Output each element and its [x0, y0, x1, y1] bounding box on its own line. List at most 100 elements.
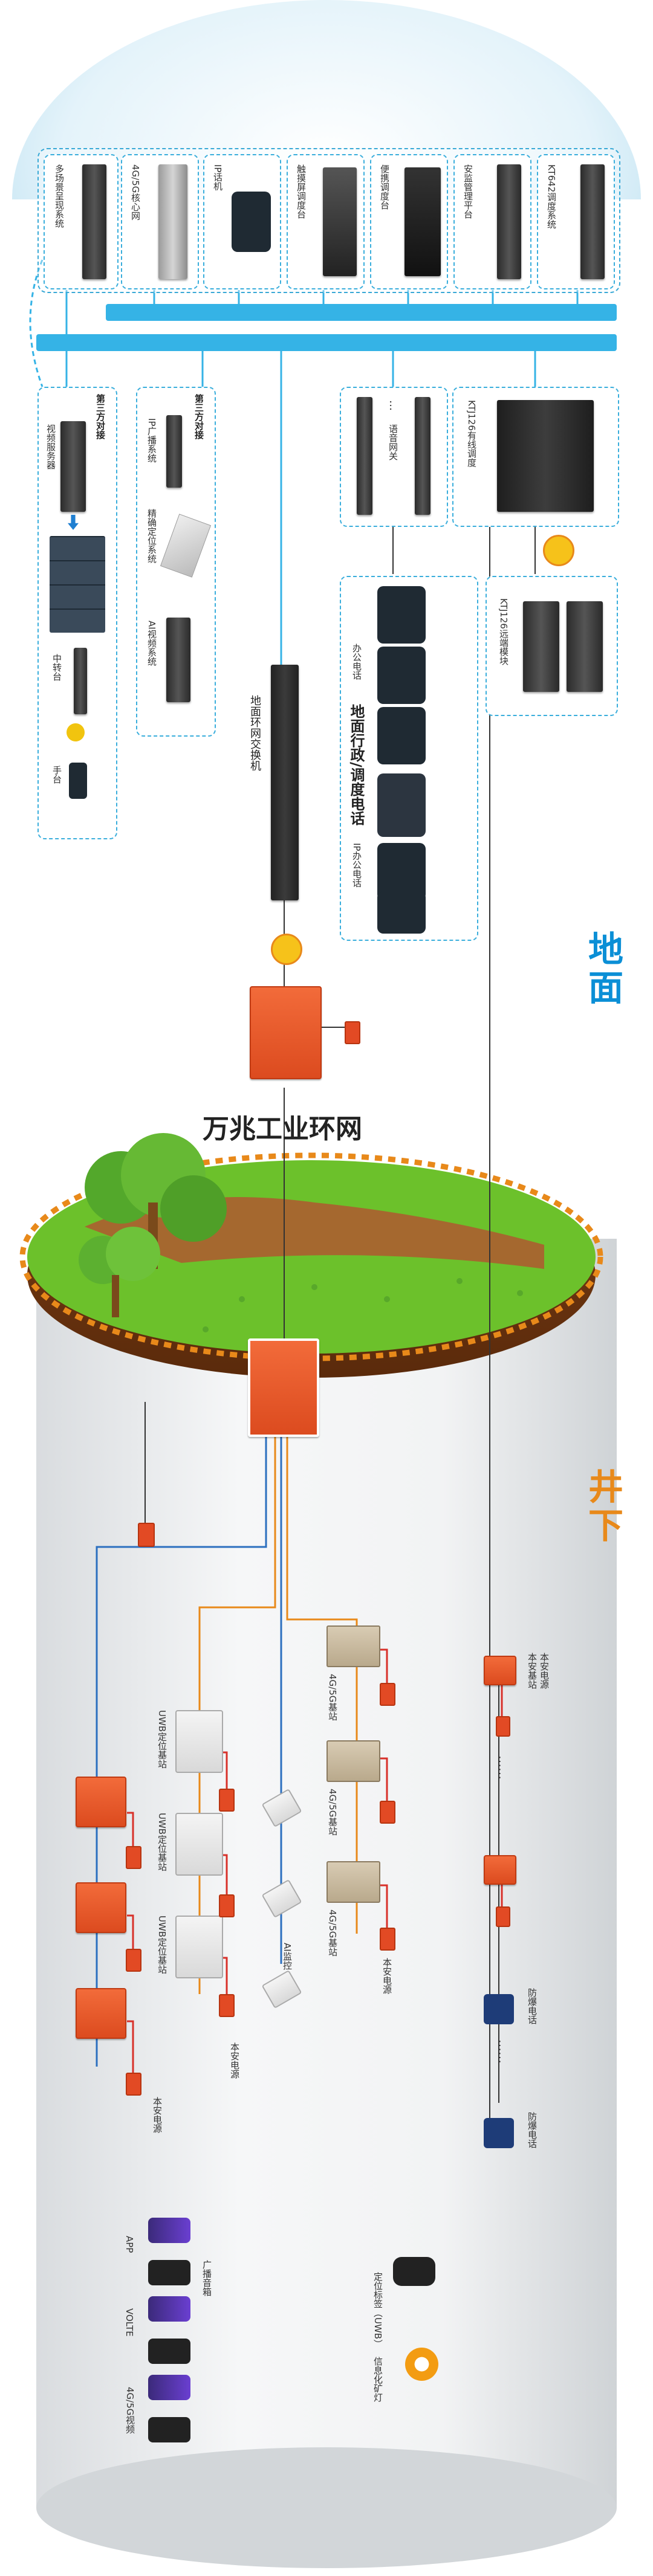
system-card-portable[interactable]: 便携调度台: [370, 154, 448, 289]
uwb-tag-label: 定位标签（UWB）: [372, 2272, 383, 2349]
safe-station-icon: [484, 1855, 516, 1885]
ellipsis: ……: [496, 2039, 510, 2064]
explosion-phone-label: 防爆电话: [527, 2112, 538, 2148]
bs-label: 4G/5G基站: [327, 1674, 338, 1721]
uwb-base-station: [175, 1813, 223, 1876]
video-wall-icon: [50, 536, 105, 633]
office-phone-icon: [377, 586, 426, 644]
office-phone-label: 办公电话: [351, 644, 362, 680]
ai-video-label: AI视频系统: [146, 621, 157, 666]
system-card-ipphone[interactable]: IP话机: [203, 154, 281, 289]
cap-lamp-icon: [405, 2348, 438, 2381]
power-supply-icon: [126, 1949, 141, 1972]
positioning-label: 精确定位系统: [146, 509, 157, 563]
server-rack-icon: [82, 164, 106, 279]
bs-label: 4G/5G基站: [327, 1909, 338, 1957]
third-party-left-panel: 第三方对接 视频服务器 中转台 手台: [37, 387, 117, 839]
gateway-unit-icon: [415, 397, 430, 515]
admin-phone-label: 地面行政/调度电话: [348, 704, 365, 825]
system-card-safety[interactable]: 安监管理平台: [453, 154, 531, 289]
safety-server-icon: [497, 164, 521, 279]
lightning-icon: [271, 934, 302, 965]
power-label: 本安电源: [152, 2097, 163, 2133]
uwb-base-station: [175, 1710, 223, 1773]
kt126-dispatch-panel: KTJ126有线调度: [452, 387, 619, 527]
power-label: 本安电源: [229, 2042, 240, 2079]
gateway-unit-icon: [357, 397, 372, 515]
video-server-icon: [60, 421, 86, 512]
dispatch-phone-icon: [377, 773, 426, 837]
explosion-phone-icon: [484, 1994, 514, 2024]
power-supply-icon: [219, 1789, 235, 1812]
cellular-base-station: [326, 1740, 380, 1782]
system-card-multiscene[interactable]: 多场景呈现系统: [44, 154, 119, 289]
relay-station-icon: [74, 648, 87, 714]
system-card-core[interactable]: 4G/5G核心网: [121, 154, 199, 289]
ai-label: AI监控: [282, 1943, 293, 1970]
app-label: APP: [124, 2236, 135, 2253]
ring-switch-box-underground: [248, 1338, 319, 1437]
remote-module-icon: [567, 601, 603, 692]
power-supply-icon: [496, 1906, 510, 1927]
uwb-label: UWB定位基站: [157, 1710, 167, 1769]
voice-gateway-panel: … 语音网关: [340, 387, 448, 527]
voice-gateway-label: 语音网关: [388, 424, 398, 460]
ground-switch-label: 地面环网交换机: [249, 695, 261, 771]
power-supply-icon: [380, 1683, 395, 1706]
uwb-label: UWB定位基站: [157, 1916, 167, 1974]
wireless-base-station: [76, 1882, 126, 1933]
ground-switch-icon: [271, 665, 299, 900]
handheld-radio-label: 手台: [51, 766, 62, 784]
uwb-label: UWB定位基站: [157, 1813, 167, 1871]
cap-lamp-label: 信息化矿灯: [372, 2357, 383, 2402]
uwb-tag-icon: [393, 2257, 435, 2286]
system-card-kt642[interactable]: KT642调度系统: [537, 154, 615, 289]
ip-office-phone-icon: [377, 843, 426, 900]
power-supply-icon: [496, 1716, 510, 1737]
power-label: 本安电源: [382, 1958, 392, 1994]
gateway-dots: …: [387, 400, 400, 411]
kt126-cabinet-icon: [497, 400, 594, 512]
third-party-title: 第三方对接: [95, 394, 106, 439]
explosion-phone-label: 防爆电话: [527, 1988, 538, 2024]
system-label: IP话机: [212, 164, 223, 191]
power-supply-icon: [345, 1021, 360, 1044]
third-party-title: 第三方对接: [193, 394, 204, 439]
section-underground-label: 井下: [582, 1468, 623, 1546]
safe-power-label: 本安电源: [539, 1653, 550, 1689]
core-network-icon: [158, 164, 187, 279]
ellipsis: ……: [496, 1755, 510, 1780]
bs-label: 4G/5G基站: [327, 1789, 338, 1836]
broadcast-phone-icon: [148, 2260, 190, 2285]
system-label: 便携调度台: [379, 164, 390, 210]
cellular-base-station: [326, 1861, 380, 1903]
volte-phone-icon: [148, 2339, 190, 2364]
safe-station-icon: [484, 1656, 516, 1685]
system-card-touch[interactable]: 触摸屏调度台: [287, 154, 365, 289]
wireless-base-station: [76, 1988, 126, 2039]
wireless-base-station: [76, 1777, 126, 1827]
system-label: KT642调度系统: [546, 164, 557, 229]
power-supply-icon: [219, 1994, 235, 2017]
touch-console-icon: [323, 167, 357, 276]
third-party-right-panel: 第三方对接 IP广播系统 精确定位系统 AI视频系统: [136, 387, 216, 737]
power-supply-icon: [380, 1928, 395, 1951]
video-label: 4G/5G视频: [125, 2387, 135, 2434]
power-supply-icon: [138, 1523, 155, 1547]
office-phone-icon: [377, 707, 426, 764]
video-phone-icon: [148, 2417, 190, 2442]
kt642-server-icon: [580, 164, 605, 279]
arrow-down-icon: [68, 515, 79, 530]
handheld-radio-icon: [69, 763, 87, 799]
power-supply-icon: [219, 1894, 235, 1917]
office-phone-icon: [377, 647, 426, 704]
ip-office-phone-icon: [377, 891, 426, 934]
broadcast-label: 广播音箱: [201, 2260, 212, 2296]
ground-phones-panel: 办公电话 地面行政/调度电话 IP办公电话: [340, 576, 478, 941]
section-ground-label: 地面: [582, 931, 623, 1008]
power-supply-icon: [126, 2073, 141, 2096]
power-supply-icon: [380, 1801, 395, 1824]
remote-module-icon: [523, 601, 559, 692]
system-label: 触摸屏调度台: [296, 164, 307, 219]
app-phone-icon: [148, 2218, 190, 2243]
